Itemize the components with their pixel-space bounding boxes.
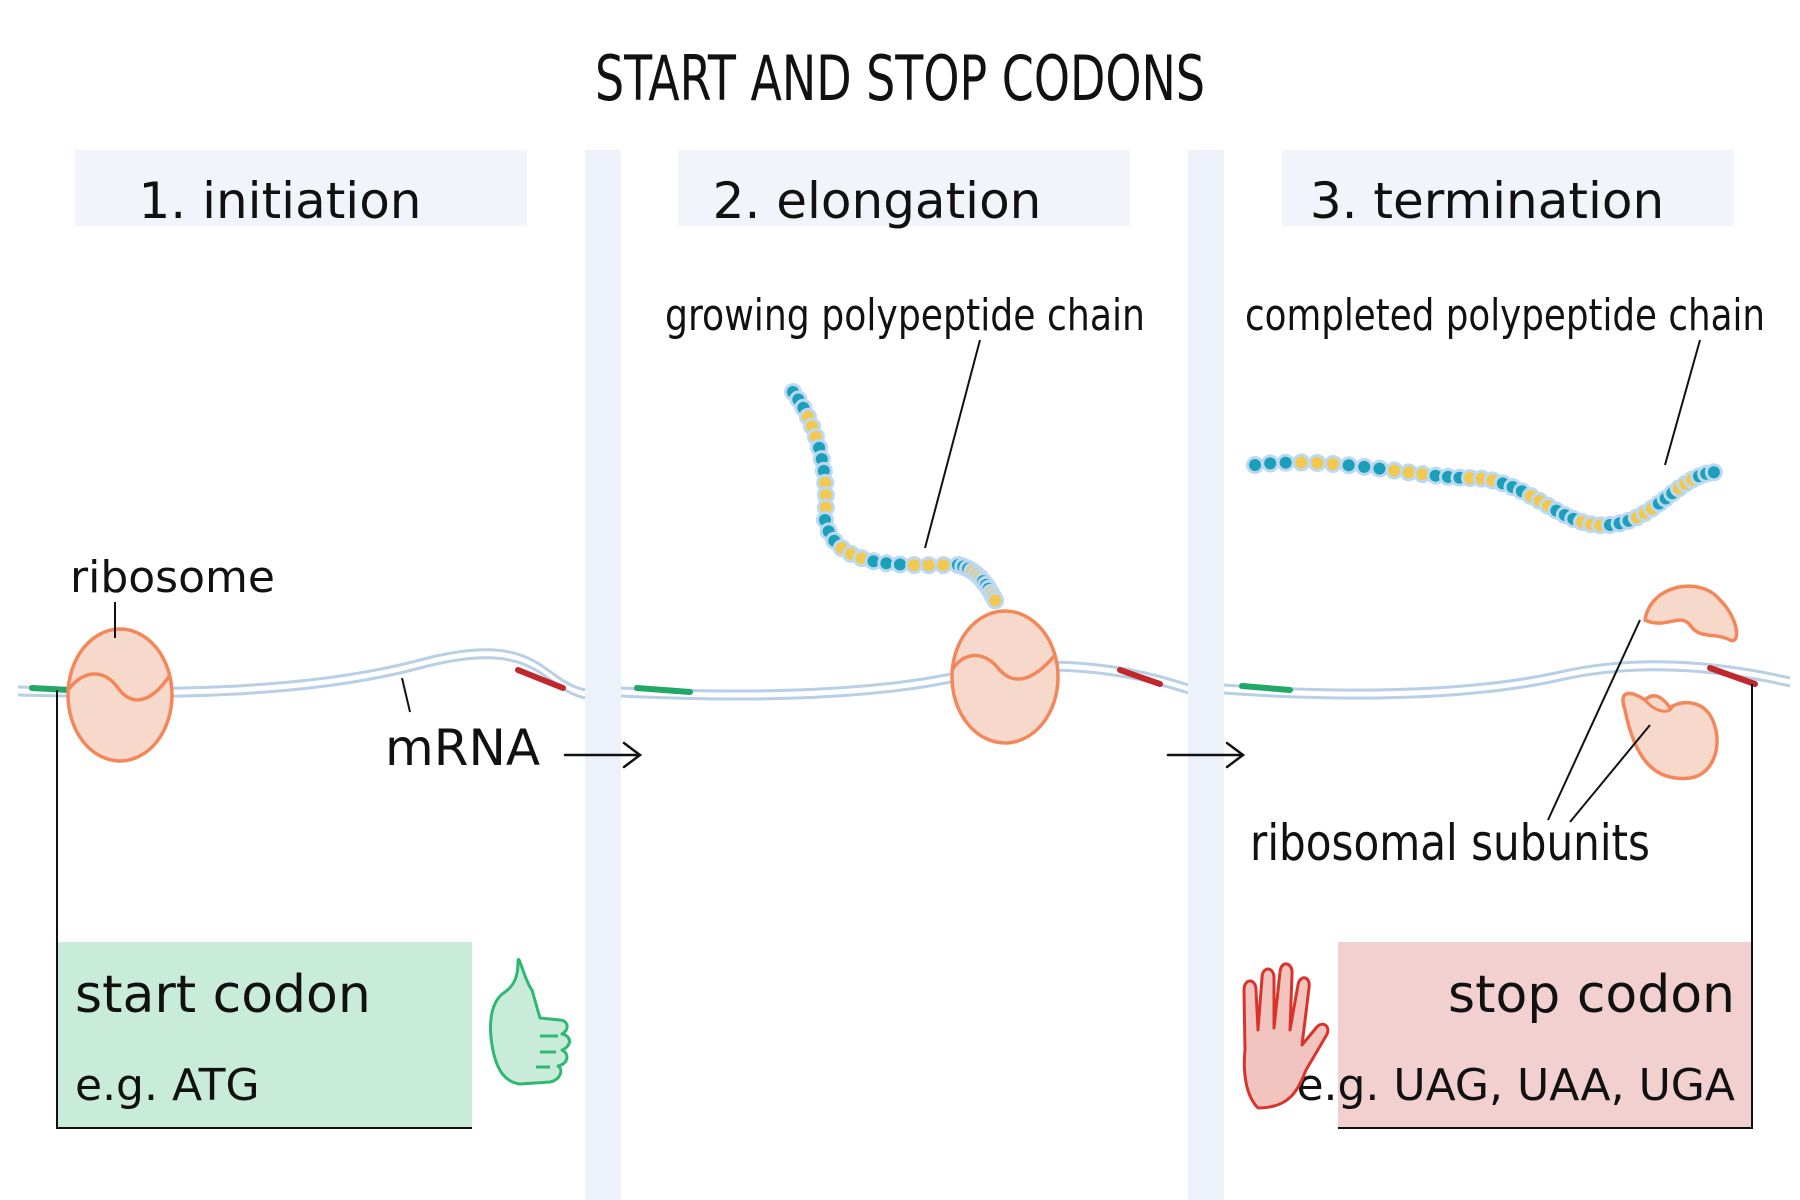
mrna-strand-3	[1223, 660, 1791, 700]
stage-label: 3. termination	[1310, 172, 1664, 230]
start-codon-heading: start codon	[75, 965, 371, 1025]
ribosomal-subunit-large	[1643, 584, 1739, 643]
start-codon-box: start codon e.g. ATG	[58, 942, 472, 1127]
start-codon-mark	[1239, 683, 1293, 693]
amino-acid-bead	[893, 558, 906, 571]
stop-hand-icon	[1242, 962, 1330, 1110]
amino-acid-bead	[1264, 457, 1277, 470]
mrna-strand-2	[620, 660, 1189, 701]
stop-codon-heading: stop codon	[1448, 965, 1735, 1025]
mrna-label: mRNA	[385, 719, 540, 777]
completed-chain-leader-line	[1664, 339, 1701, 466]
ribosome-2	[950, 609, 1060, 745]
stop-codon-mark	[515, 667, 566, 691]
amino-acid-bead	[989, 594, 1002, 607]
arrow-right-icon	[1166, 741, 1246, 769]
completed-chain-label: completed polypeptide chain	[1245, 290, 1765, 341]
mrna-leader-line	[401, 677, 411, 713]
amino-acid-bead	[1342, 459, 1355, 472]
polypeptide-chain-growing	[784, 383, 1005, 610]
amino-acid-bead	[1358, 460, 1371, 473]
start-codon-example: e.g. ATG	[75, 1060, 260, 1111]
amino-acid-bead	[937, 559, 950, 572]
stop-codon-mark	[1707, 665, 1758, 687]
stage-header-termination: 3. termination	[1282, 150, 1734, 230]
thumbs-up-icon	[489, 957, 571, 1086]
amino-acid-bead	[819, 501, 832, 514]
stage-label: 1. initiation	[139, 172, 422, 230]
amino-acid-bead	[1707, 466, 1720, 479]
amino-acid-bead	[1295, 456, 1308, 469]
stage-header-initiation: 1. initiation	[75, 150, 527, 230]
amino-acid-bead	[819, 489, 832, 502]
subunits-leader-line-1	[1547, 619, 1641, 821]
divider-left	[585, 150, 621, 1200]
stop-codon-connector	[1338, 684, 1753, 1129]
amino-acid-bead	[1388, 464, 1401, 477]
stage-header-elongation: 2. elongation	[678, 150, 1130, 230]
diagram-title: START AND STOP CODONS	[595, 42, 1205, 115]
ribosomal-subunits-label: ribosomal subunits	[1250, 814, 1650, 872]
amino-acid-bead	[1416, 468, 1429, 481]
stop-codon-mark	[1117, 667, 1163, 687]
stop-codon-box: stop codon e.g. UAG, UAA, UGA	[1296, 942, 1751, 1127]
arrow-right-icon	[563, 741, 643, 769]
amino-acid-bead	[908, 559, 921, 571]
stop-codon-example: e.g. UAG, UAA, UGA	[1296, 1060, 1735, 1111]
polypeptide-chain-completed	[1246, 453, 1723, 535]
amino-acid-bead	[1326, 457, 1339, 470]
divider-right	[1188, 150, 1224, 1200]
start-codon-mark	[634, 685, 693, 695]
amino-acid-bead	[817, 464, 830, 477]
growing-chain-label: growing polypeptide chain	[665, 290, 1145, 341]
amino-acid-bead	[867, 555, 880, 568]
amino-acid-bead	[1373, 462, 1386, 475]
ribosomal-subunit-small	[1621, 691, 1719, 781]
start-codon-connector	[56, 690, 472, 1129]
subunits-leader-line-2	[1569, 724, 1651, 823]
amino-acid-bead	[1311, 456, 1324, 469]
amino-acid-bead	[819, 476, 832, 489]
amino-acid-bead	[922, 559, 935, 572]
start-codon-mark	[29, 685, 71, 693]
growing-chain-leader-line	[924, 339, 981, 549]
stage-label: 2. elongation	[713, 172, 1042, 230]
amino-acid-bead	[1402, 466, 1415, 479]
amino-acid-bead	[1279, 456, 1292, 469]
ribosome-label: ribosome	[70, 552, 275, 603]
ribosome-1	[66, 627, 174, 763]
amino-acid-bead	[880, 557, 893, 570]
amino-acid-bead	[1249, 459, 1261, 471]
amino-acid-bead	[1429, 469, 1442, 482]
